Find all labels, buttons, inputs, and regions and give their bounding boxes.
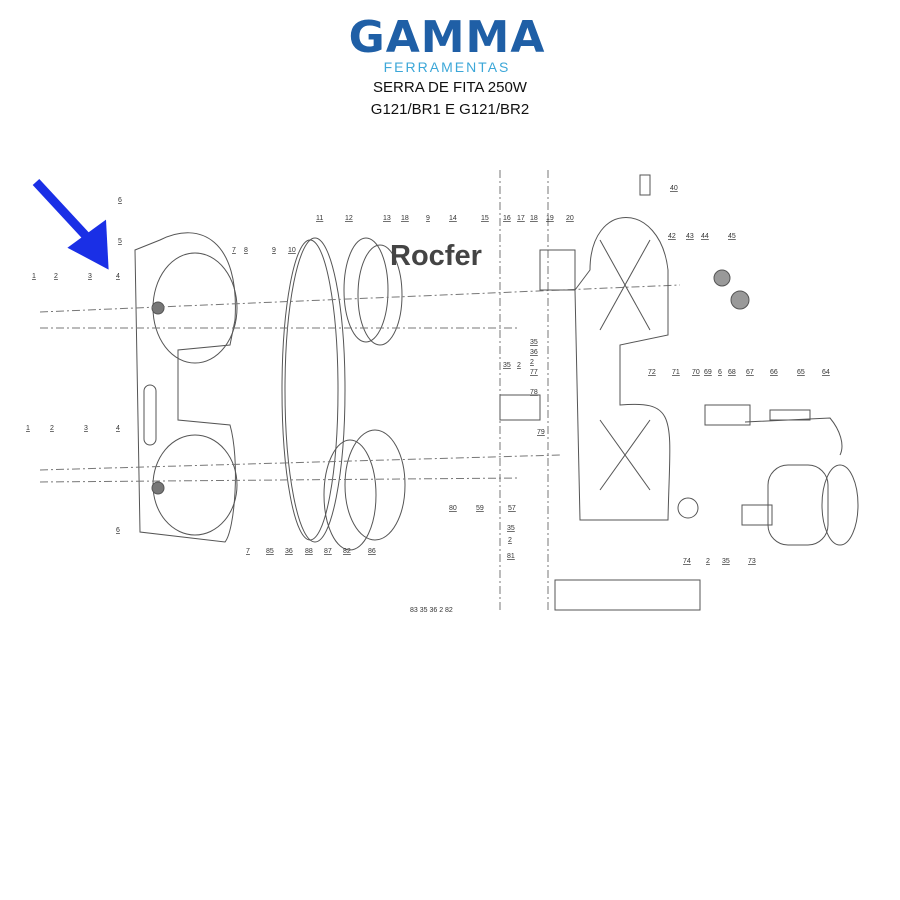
watermark: Rocfer [390,240,482,272]
part-number-label: 8 [244,247,248,254]
part-number-label: 2 [54,273,58,280]
part-number-label: 12 [345,215,353,222]
part-number-label: 81 [507,553,515,560]
part-number-label: 1 [26,425,30,432]
part-number-label: 79 [537,429,545,436]
bottom-part-labels: 83 35 36 2 82 [410,607,453,614]
part-number-label: 70 [692,369,700,376]
brand-name: GAMMA [348,12,546,63]
part-number-label: 71 [672,369,680,376]
part-number-label: 1 [32,273,36,280]
part-number-label: 4 [116,425,120,432]
part-number-label: 88 [305,548,313,555]
part-number-label: 13 [383,215,391,222]
left-wheel-housing [134,232,238,543]
part-number-label: 72 [648,369,656,376]
blade-belt [281,239,339,541]
part-number-label: 57 [508,505,516,512]
part-number-label: 87 [324,548,332,555]
part-number-label: 7 [232,247,236,254]
part-number-label: 9 [272,247,276,254]
part-number-label: 74 [683,558,691,565]
part-number-label: 65 [797,369,805,376]
part-number-label: 3 [84,425,88,432]
part-number-label: 2 [706,558,710,565]
part-number-label: 68 [728,369,736,376]
upper-wheel [357,244,403,346]
part-number-label: 45 [728,233,736,240]
part-number-label: 2 [530,359,534,366]
part-number-label: 43 [686,233,694,240]
part-number-label: 80 [449,505,457,512]
part-number-label: 36 [530,349,538,356]
part-number-label: 19 [546,215,554,222]
product-title: SERRA DE FITA 250W [373,79,527,96]
part-number-label: 18 [530,215,538,222]
part-number-label: 10 [288,247,296,254]
pointer-arrow-icon [32,178,109,270]
part-number-label: 59 [476,505,484,512]
part-number-label: 16 [503,215,511,222]
part-number-label: 82 [343,548,351,555]
part-number-label: 2 [50,425,54,432]
part-number-label: 66 [770,369,778,376]
product-models: G121/BR1 E G121/BR2 [370,101,530,118]
part-number-label: 64 [822,369,830,376]
part-number-label: 3 [88,273,92,280]
motor [677,464,859,546]
part-number-label: 42 [668,233,676,240]
part-number-label: 14 [449,215,457,222]
part-number-label: 6 [718,369,722,376]
part-number-label: 85 [266,548,274,555]
part-number-label: 40 [670,185,678,192]
part-number-label: 9 [426,215,430,222]
part-number-label: 6 [116,527,120,534]
part-number-label: 44 [701,233,709,240]
part-number-label: 7 [246,548,250,555]
saw-frame [499,174,701,611]
part-number-label: 4 [116,273,120,280]
part-number-label: 35 [530,339,538,346]
part-number-label: 67 [746,369,754,376]
part-number-label: 18 [401,215,409,222]
part-number-label: 77 [530,369,538,376]
part-number-label: 35 [722,558,730,565]
part-number-label: 78 [530,389,538,396]
part-number-label: 35 [507,525,515,532]
part-number-label: 17 [517,215,525,222]
part-number-label: 2 [517,362,521,369]
part-number-label: 69 [704,369,712,376]
part-number-label: 86 [368,548,376,555]
part-number-label: 36 [285,548,293,555]
gamma-logo: GAMMA FERRAMENTAS [322,16,572,75]
part-number-label: 35 [503,362,511,369]
part-number-label: 6 [118,197,122,204]
part-number-label: 5 [118,238,122,245]
part-number-label: 20 [566,215,574,222]
lower-wheel [344,429,406,541]
part-number-label: 15 [481,215,489,222]
brand-subtitle: FERRAMENTAS [383,59,511,75]
part-number-label: 2 [508,537,512,544]
part-number-label: 11 [316,215,323,222]
part-number-label: 73 [748,558,756,565]
